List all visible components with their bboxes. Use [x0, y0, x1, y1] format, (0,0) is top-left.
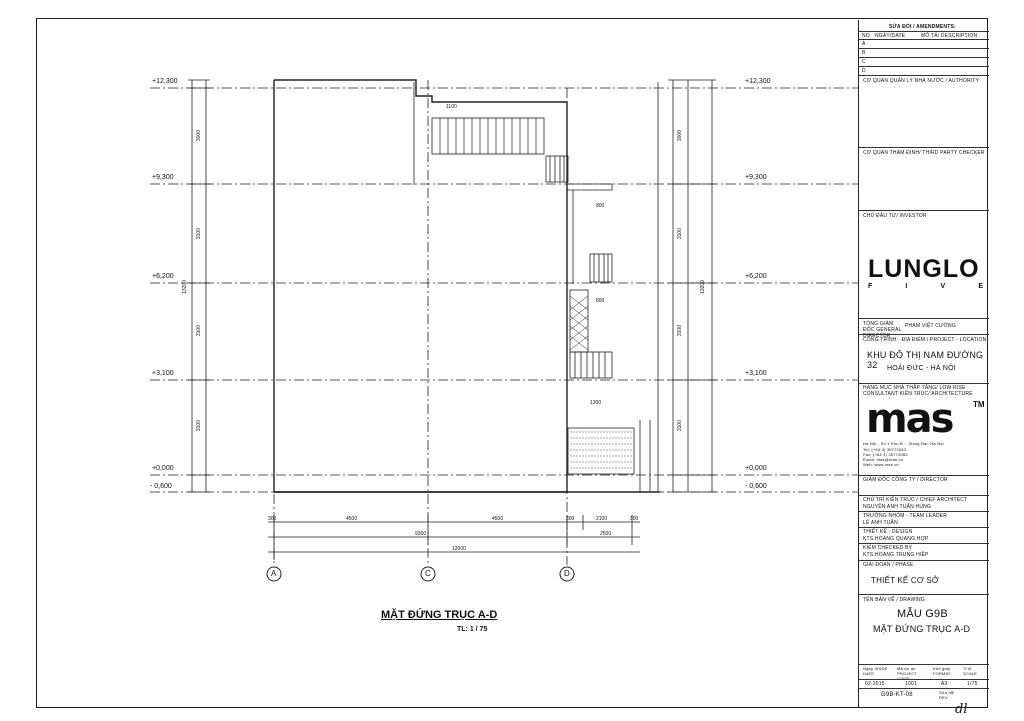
role-name: KTS.HOÀNG QUANG HỢP [863, 536, 929, 542]
role-label: THIẾT KẾ - DESIGN [863, 529, 913, 535]
logo-letter: I [905, 283, 908, 290]
amend-row: B [862, 50, 866, 56]
phase-label: GIAI ĐOẠN / PHASE [863, 562, 914, 568]
level-label: +0,000 [152, 465, 174, 472]
logo-letter: E [978, 283, 983, 290]
meta-header: Mã dự án PROJECT CODE [897, 666, 917, 681]
arch-label1: HẠNG MỤC NHÀ THẤP TẦNG/ LOW RISE [863, 385, 966, 391]
level-label: +0,000 [745, 465, 767, 472]
dim-total: 13200 [182, 280, 188, 294]
project-line1: KHU ĐÔ THỊ NAM ĐƯỜNG 32 [867, 350, 984, 370]
project-label: CÔNG TRÌNH - ĐỊA ĐIỂM / PROJECT - LOCATI… [863, 337, 987, 343]
dim-label: 1300 [590, 400, 602, 406]
dim-total: 13200 [700, 280, 706, 294]
level-label: - 0,600 [150, 483, 172, 490]
amend-row: D [862, 68, 866, 74]
drawing-name2: MẶT ĐỨNG TRỤC A-D [873, 624, 971, 634]
project-line2: HOÀI ĐỨC - HÀ NỘI [887, 365, 956, 372]
title-block: SỬA ĐỔI / AMENDMENTS: NO NGÀY/DATE MÔ TẢ… [858, 20, 989, 708]
axis-label-c: C [425, 569, 431, 578]
mas-logo: mas [866, 396, 954, 442]
amend-col: NGÀY/DATE [875, 33, 906, 39]
authority-label: CƠ QUAN QUẢN LÝ NHÀ NƯỚC / AUTHORITY [863, 78, 980, 84]
meta-header: Khổ giấy FORMAT [933, 666, 951, 676]
dim-label: 3100 [196, 325, 202, 337]
dim-label: 800 [596, 298, 605, 304]
amend-col: MÔ TẢ/ DESCRIPTION [921, 33, 978, 39]
level-label: - 0,600 [745, 483, 767, 490]
phase-value: THIẾT KẾ CƠ SỞ [871, 576, 939, 585]
dim-label: 3100 [677, 325, 683, 337]
checker-label: CƠ QUAN THẨM ĐỊNH/ THIRD PARTY CHECKER [863, 150, 985, 156]
role-label: KIỂM CHECKED BY [863, 545, 913, 551]
gd-label: TỔNG GIÁM ĐỐC GENERAL DIRECTOR [863, 321, 902, 339]
level-label: +9,300 [745, 174, 767, 181]
trademark-mark: TM [973, 400, 985, 409]
dim-label: 4500 [492, 516, 504, 522]
dim-label: 3100 [677, 228, 683, 240]
dim-label: 3000 [677, 130, 683, 142]
arch-label2: CONSULTANT KIẾN TRÚC/ ARCHITECTURE [863, 391, 973, 397]
dim-label: 800 [596, 203, 605, 209]
amendments-header: SỬA ĐỔI / AMENDMENTS: [889, 24, 956, 30]
amend-row: C [862, 59, 866, 65]
dim-label: 9300 [415, 531, 427, 537]
rev-label: Sửa đổi REV [939, 690, 955, 700]
axis-label-a: A [271, 569, 277, 578]
gd-name: PHẠM VIỆT CƯỜNG [905, 323, 956, 329]
drawing-title: MẶT ĐỨNG TRỤC A-D [381, 609, 498, 621]
amend-col: NO [862, 33, 870, 39]
drawing-name1: MẪU G9B [897, 608, 948, 620]
dim-label: 3100 [196, 420, 202, 432]
role-label: TRƯỞNG NHÓM - TEAM LEADER [863, 513, 948, 519]
lunglo-logo: LUNGLO [868, 255, 980, 283]
level-label: +3,100 [152, 370, 174, 377]
company-tel: Tel: (+84 4) 35772063 [863, 447, 907, 452]
meta-header: Ngày ISSUE DATE [863, 666, 888, 676]
role-name: KTS.HOÀNG TRUNG HIỆP [863, 552, 929, 558]
dim-label: 300 [630, 516, 639, 522]
dim-label: 300 [566, 516, 575, 522]
company-email: Email: mas@mas.vn [863, 457, 904, 462]
level-label: +6,200 [745, 273, 767, 280]
meta-value: A3 [941, 681, 948, 687]
drawing-scale: TL: 1 / 75 [457, 626, 488, 633]
company-address: Hà Nội - Số 1 Khu B ... Đông Đại, Hà Nội [863, 441, 944, 446]
dim-total: 12000 [452, 546, 466, 552]
role-label: GIÁM ĐỐC CÔNG TY / DIRECTOR [863, 477, 948, 483]
drawing-label: TÊN BẢN VẼ / DRAWING [863, 597, 925, 603]
amend-row: A [862, 41, 866, 47]
level-label: +12,300 [152, 78, 178, 85]
drawing-sheet-border [36, 18, 988, 708]
meta-value: 1001 [905, 681, 917, 687]
investor-label: CHỦ ĐẦU TƯ/ INVESTOR [863, 213, 927, 219]
meta-header: Tỉ lệ SCALE [963, 666, 978, 676]
company-web: Web: www.mas.vn [863, 462, 899, 467]
dim-label: 3000 [196, 130, 202, 142]
dim-label: 3100 [677, 420, 683, 432]
company-fax: Fax: (+84 4) 35772065 [863, 452, 908, 457]
dim-label: 2100 [596, 516, 608, 522]
logo-letter: V [940, 283, 946, 290]
dim-label: 2500 [600, 531, 612, 537]
meta-value: 02-2015 [865, 681, 885, 687]
meta-value: 1/75 [967, 681, 978, 687]
dim-label: 300 [268, 516, 277, 522]
signature: dl [955, 702, 968, 717]
level-label: +12,300 [745, 78, 771, 85]
sheet-number: G9B-KT-08 [881, 692, 913, 698]
level-label: +9,300 [152, 174, 174, 181]
role-label: CHỦ TRÌ KIẾN TRÚC / CHIEF ARCHITECT [863, 497, 968, 503]
dim-label: 3100 [196, 228, 202, 240]
lunglo-logo-subtitle: F I V E [868, 283, 983, 290]
dim-label: 1100 [446, 104, 457, 110]
dim-label: 4500 [346, 516, 358, 522]
logo-letter: F [868, 283, 873, 290]
axis-label-d: D [564, 569, 570, 578]
role-name: NGUYỄN ANH TUẤN HÙNG [863, 504, 932, 510]
level-label: +3,100 [745, 370, 767, 377]
level-label: +6,200 [152, 273, 174, 280]
role-name: LÊ ANH TUẤN [863, 520, 898, 526]
